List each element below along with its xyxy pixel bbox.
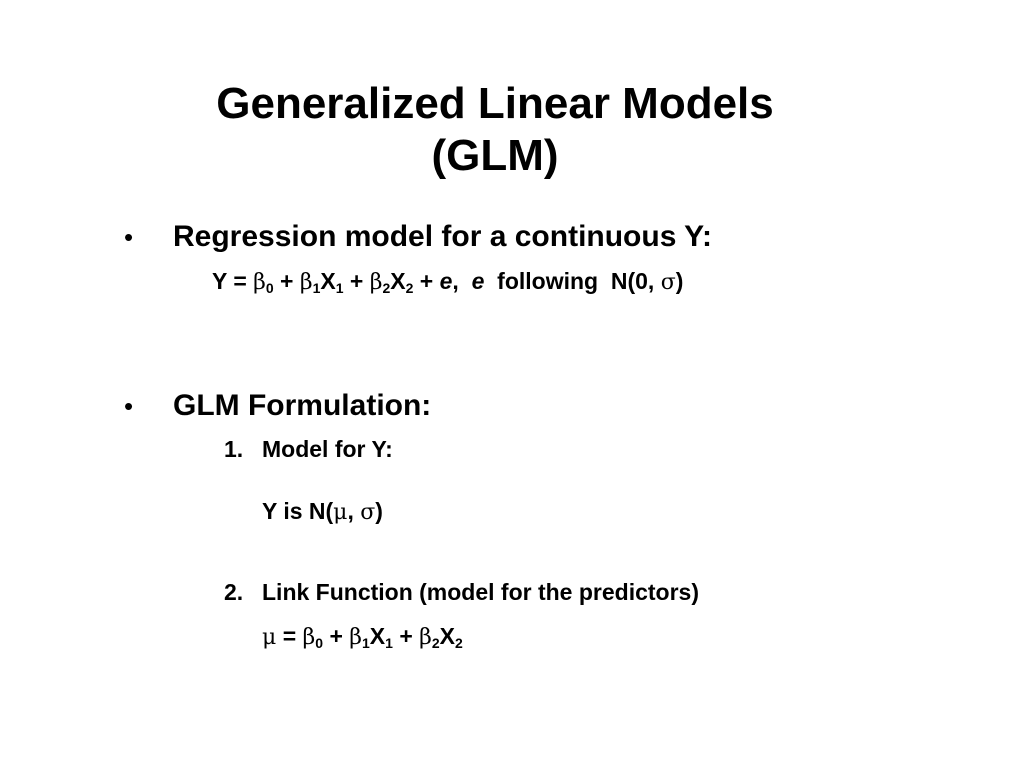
x-variable: X [369,623,386,649]
bullet-marker: • [124,391,134,421]
equals-sign: = [282,623,297,649]
slide-title-line-2: (GLM) [431,131,559,180]
bullet-text: GLM Formulation: [173,389,432,422]
x-variable: X [439,623,455,649]
error-term: e [439,268,453,294]
regression-equation: Y = β0 + β1X1 + β2X2 + e, e following N(… [212,267,683,297]
subscript: 2 [405,280,414,296]
plus-sign: + [419,268,434,294]
x-variable: X [390,268,406,294]
step-number: 2. [224,579,244,605]
subscript: 2 [382,280,391,296]
sigma-symbol: σ [360,500,376,525]
subscript: 2 [431,635,440,651]
beta-symbol: β [253,270,266,295]
beta-symbol: β [369,270,383,295]
distribution-prefix: Y is N( [262,498,334,524]
beta-symbol: β [419,625,432,650]
subscript: 0 [265,280,274,296]
sigma-symbol: σ [660,270,676,295]
subscript: 1 [361,635,370,651]
x-variable: X [320,268,336,294]
close-paren: ) [675,268,684,294]
beta-symbol: β [349,625,362,650]
step-number: 1. [224,436,244,462]
plus-sign: + [399,623,413,649]
slide-title-line-1: Generalized Linear Models [216,79,774,128]
beta-symbol: β [299,270,313,295]
error-term: e [471,268,485,294]
glm-step-1-heading: 1. Model for Y: [224,435,393,463]
step-label: Link Function (model for the predictors) [262,579,699,605]
close-paren: ) [375,498,383,524]
subscript: 1 [335,280,344,296]
comma: , [347,498,354,524]
glm-step-1-detail: Y is N(μ, σ) [262,497,383,527]
normal-prefix: N(0, [610,268,655,294]
subscript: 1 [312,280,321,296]
y-equals: Y = [212,268,247,294]
mu-symbol: μ [333,500,348,525]
plus-sign: + [280,268,294,294]
plus-sign: + [349,268,364,294]
beta-symbol: β [302,625,316,650]
step-label: Model for Y: [262,436,393,462]
bullet-text: Regression model for a continuous Y: [173,220,712,253]
bullet-marker: • [124,222,134,252]
bullet-glm-formulation: • GLM Formulation: [124,388,431,424]
subscript: 2 [455,635,463,651]
bullet-regression-model: • Regression model for a continuous Y: [124,219,712,255]
slide-title: Generalized Linear Models (GLM) [0,78,990,182]
following-label: following [497,268,599,294]
plus-sign: + [329,623,343,649]
link-function-equation: μ = β0 + β1X1 + β2X2 [262,622,463,652]
glm-step-2-heading: 2. Link Function (model for the predictor… [224,578,699,606]
subscript: 0 [315,635,324,651]
comma: , [452,268,459,294]
subscript: 1 [385,635,393,651]
mu-symbol: μ [262,625,277,650]
